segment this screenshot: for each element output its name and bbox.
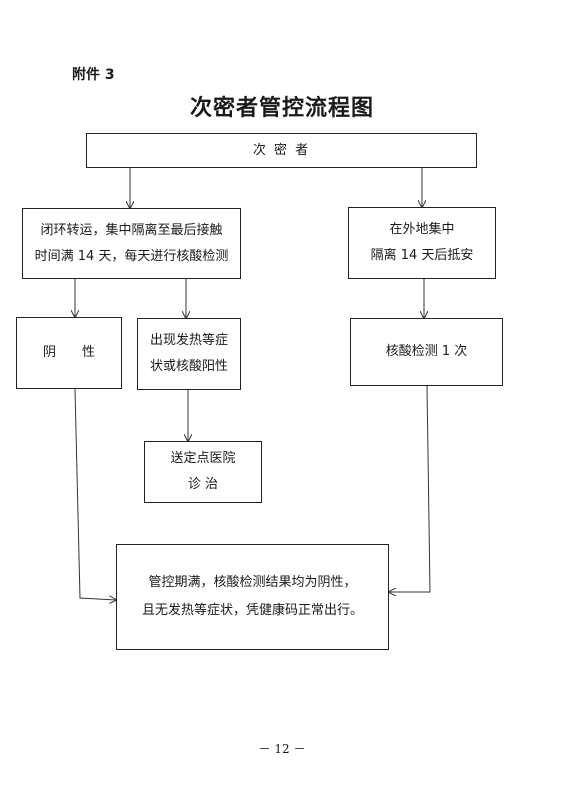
node-symptoms-line1: 出现发热等症 [149, 333, 228, 348]
node-negative: 阴 性 [16, 317, 122, 389]
node-closed-loop-isolation: 闭环转运，集中隔离至最后接触 时间满 14 天，每天进行核酸检测 [22, 208, 241, 279]
node-negative-label: 阴 性 [42, 345, 95, 360]
node-symptoms-or-positive: 出现发热等症 状或核酸阳性 [137, 318, 241, 390]
node-symptoms-line2: 状或核酸阳性 [149, 359, 228, 374]
node-nucleic-test-label: 核酸检测 1 次 [385, 344, 468, 359]
node-designated-hospital: 送定点医院 诊 治 [144, 441, 262, 503]
attachment-label: 附件 3 [72, 67, 115, 83]
node-hospital-line1: 送定点医院 [170, 451, 236, 466]
node-external-isolation-line1: 在外地集中 [389, 222, 455, 237]
arrow-negative-to-final [74, 388, 116, 600]
node-close-contact: 次 密 者 [86, 133, 477, 168]
node-release-line1: 管控期满，核酸检测结果均为阴性， [148, 575, 357, 590]
node-external-isolation-line2: 隔离 14 天后抵安 [370, 248, 474, 263]
node-release-criteria: 管控期满，核酸检测结果均为阴性， 且无发热等症状，凭健康码正常出行。 [116, 544, 389, 650]
page-title: 次密者管控流程图 [189, 95, 374, 121]
node-close-contact-label: 次 密 者 [252, 142, 311, 158]
page-number: － 12 － [258, 742, 306, 756]
node-nucleic-test-once: 核酸检测 1 次 [350, 318, 503, 386]
node-release-line2: 且无发热等症状，凭健康码正常出行。 [141, 603, 363, 618]
node-closed-loop-isolation-line1: 闭环转运，集中隔离至最后接触 [40, 222, 223, 238]
node-hospital-line2: 诊 治 [187, 477, 219, 492]
node-external-isolation: 在外地集中 隔离 14 天后抵安 [348, 207, 496, 279]
node-closed-loop-isolation-line2: 时间满 14 天，每天进行核酸检测 [34, 248, 229, 264]
arrow-test-to-final [389, 385, 431, 592]
